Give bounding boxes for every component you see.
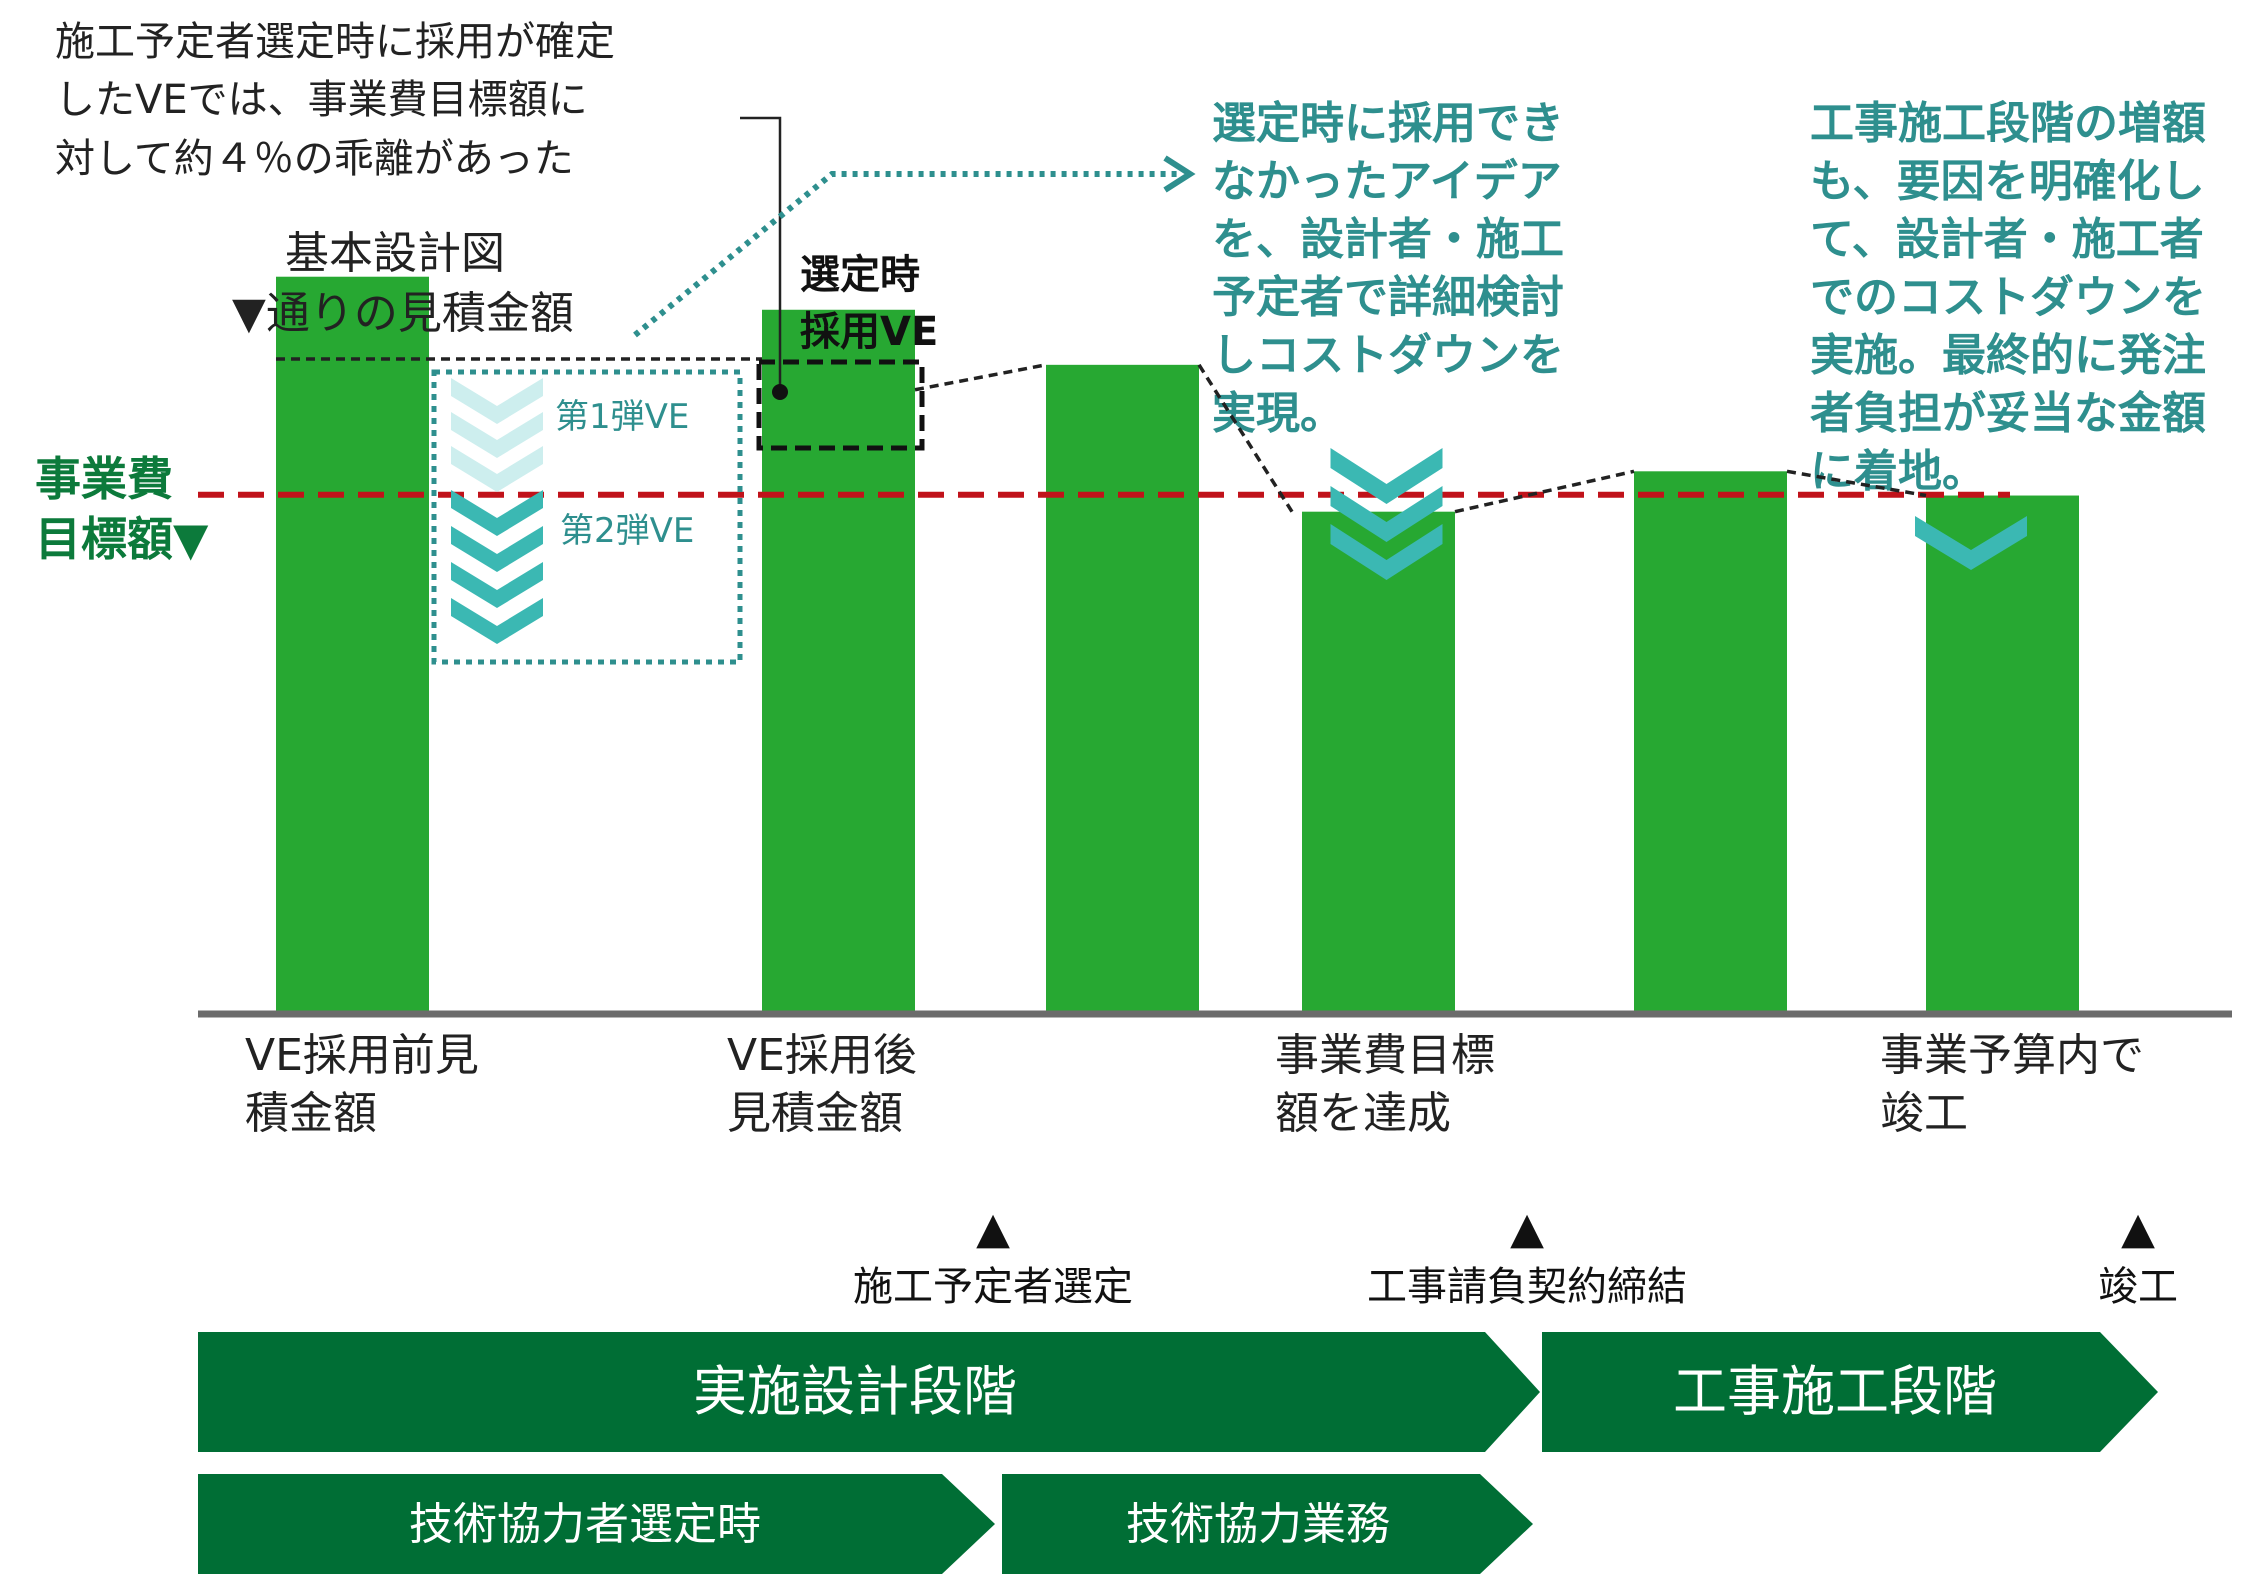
bar-5: [1634, 471, 1787, 1011]
middle-note-line-2: なかったアイデア: [1212, 156, 1562, 207]
x-label-2-line-2: 見積金額: [727, 1088, 903, 1139]
milestone-2-label: 工事請負契約締結: [1367, 1264, 1687, 1310]
milestone-2-marker: ▲: [1510, 1203, 1544, 1254]
connector-3: [1454, 469, 1635, 514]
ve-chevron-light-1: [451, 378, 543, 424]
right-note: 工事施工段階の増額 も、要因を明確化し て、設計者・施工者 でのコストダウンを …: [1810, 98, 2206, 497]
milestone-3-label: 竣工: [2098, 1264, 2178, 1310]
subphase-label-cooperation: 技術協力業務: [1126, 1499, 1390, 1550]
bar-3: [1046, 364, 1199, 1011]
bar4-chevron-2: [1330, 486, 1443, 542]
milestones: ▲ 施工予定者選定 ▲ 工事請負契約締結 ▲ 竣工: [853, 1203, 2178, 1310]
middle-note-line-4: 予定者で詳細検討: [1212, 272, 1564, 323]
bar4-chevron-3: [1330, 524, 1443, 580]
x-label-1-line-2: 積金額: [245, 1088, 377, 1139]
phase-label-design: 実施設計段階: [693, 1360, 1017, 1423]
connector-4: [1786, 469, 1927, 498]
middle-note-line-1: 選定時に採用でき: [1212, 98, 1564, 149]
bar-1: [276, 276, 429, 1011]
bar-chevrons: [1330, 448, 2027, 580]
milestone-3-marker: ▲: [2121, 1203, 2155, 1254]
basic-design-line-1: 基本設計図: [285, 228, 505, 279]
phase-arrow-construction: [1542, 1332, 2158, 1452]
ve-second-label: 第2弾VE: [560, 511, 694, 551]
middle-note-line-3: を、設計者・施工: [1212, 214, 1564, 265]
milestone-1-label: 施工予定者選定: [853, 1264, 1133, 1310]
x-label-3-line-1: 事業費目標: [1275, 1030, 1495, 1081]
target-label-line-1: 事業費: [35, 452, 173, 506]
top-left-note-line-2: したVEでは、事業費目標額に: [55, 77, 588, 123]
x-label-2-line-1: VE採用後: [727, 1030, 917, 1081]
right-note-line-7: に着地。: [1810, 446, 1986, 497]
ve-first-label: 第1弾VE: [555, 397, 689, 437]
bar-connectors: [914, 363, 1927, 514]
note-leader-line: [740, 116, 782, 392]
ve-chevron-4: [451, 598, 543, 644]
bar-4: [1302, 511, 1455, 1011]
subphase-label-selection: 技術協力者選定時: [409, 1499, 761, 1550]
right-note-line-6: 者負担が妥当な金額: [1810, 388, 2206, 439]
phase-label-construction: 工事施工段階: [1673, 1360, 1997, 1423]
middle-note-line-5: しコストダウンを: [1212, 330, 1564, 381]
ve-chevron-2: [451, 526, 543, 572]
x-label-3-line-2: 額を達成: [1275, 1088, 1451, 1139]
phase-arrow-design: [198, 1332, 1540, 1452]
right-note-line-1: 工事施工段階の増額: [1810, 98, 2206, 149]
bar-6: [1926, 495, 2079, 1011]
right-note-line-3: て、設計者・施工者: [1810, 214, 2204, 265]
milestone-1-marker: ▲: [976, 1203, 1010, 1254]
ve-dotted-box: [431, 369, 743, 665]
middle-note-arrowhead: [1163, 155, 1196, 193]
middle-note: 選定時に採用でき なかったアイデア を、設計者・施工 予定者で詳細検討 しコスト…: [1212, 98, 1564, 439]
right-note-line-5: 実施。最終的に発注: [1810, 330, 2206, 381]
top-left-note: 施工予定者選定時に採用が確定 したVEでは、事業費目標額に 対して約４％の乖離が…: [55, 19, 615, 182]
bar-2: [762, 309, 915, 1011]
ve-chevron-light-3: [451, 446, 543, 492]
selected-ve-line-1: 選定時: [800, 252, 920, 298]
ve-chevron-1: [451, 490, 543, 536]
x-labels: VE採用前見 積金額 VE採用後 見積金額 事業費目標 額を達成 事業予算内で …: [245, 1030, 2144, 1139]
x-label-1-line-1: VE採用前見: [245, 1030, 479, 1081]
basic-design-line-2: ▼通りの見積金額: [232, 288, 574, 339]
ve-chevron-light-2: [451, 412, 543, 458]
top-left-note-line-3: 対して約４％の乖離があった: [55, 136, 574, 182]
phase-arrows: 実施設計段階 工事施工段階: [198, 1332, 2158, 1452]
subphase-arrow-selection: [198, 1474, 995, 1574]
ve-chevron-3: [451, 562, 543, 608]
selected-ve-box: [756, 359, 925, 451]
ve-chevrons: [451, 378, 543, 644]
x-label-4-line-1: 事業予算内で: [1880, 1030, 2144, 1081]
subphase-arrows: 技術協力者選定時 技術協力業務: [198, 1474, 1533, 1574]
subphase-arrow-cooperation: [1002, 1474, 1533, 1574]
middle-note-arrow-line: [633, 171, 1182, 338]
x-label-4-line-2: 竣工: [1880, 1088, 1968, 1139]
connector-1: [914, 363, 1047, 392]
right-note-line-2: も、要因を明確化し: [1810, 156, 2205, 207]
bars-group: [276, 276, 2079, 1011]
target-label-line-2: 目標額▼: [35, 512, 209, 566]
middle-note-line-6: 実現。: [1212, 388, 1344, 439]
note-leader-dot: [772, 384, 788, 400]
bar6-chevron-1: [1915, 516, 2027, 570]
top-left-note-line-1: 施工予定者選定時に採用が確定: [55, 19, 615, 65]
selected-ve-line-2: 採用VE: [800, 309, 938, 355]
bar4-chevron-1: [1330, 448, 1443, 504]
right-note-line-4: でのコストダウンを: [1810, 272, 2206, 323]
